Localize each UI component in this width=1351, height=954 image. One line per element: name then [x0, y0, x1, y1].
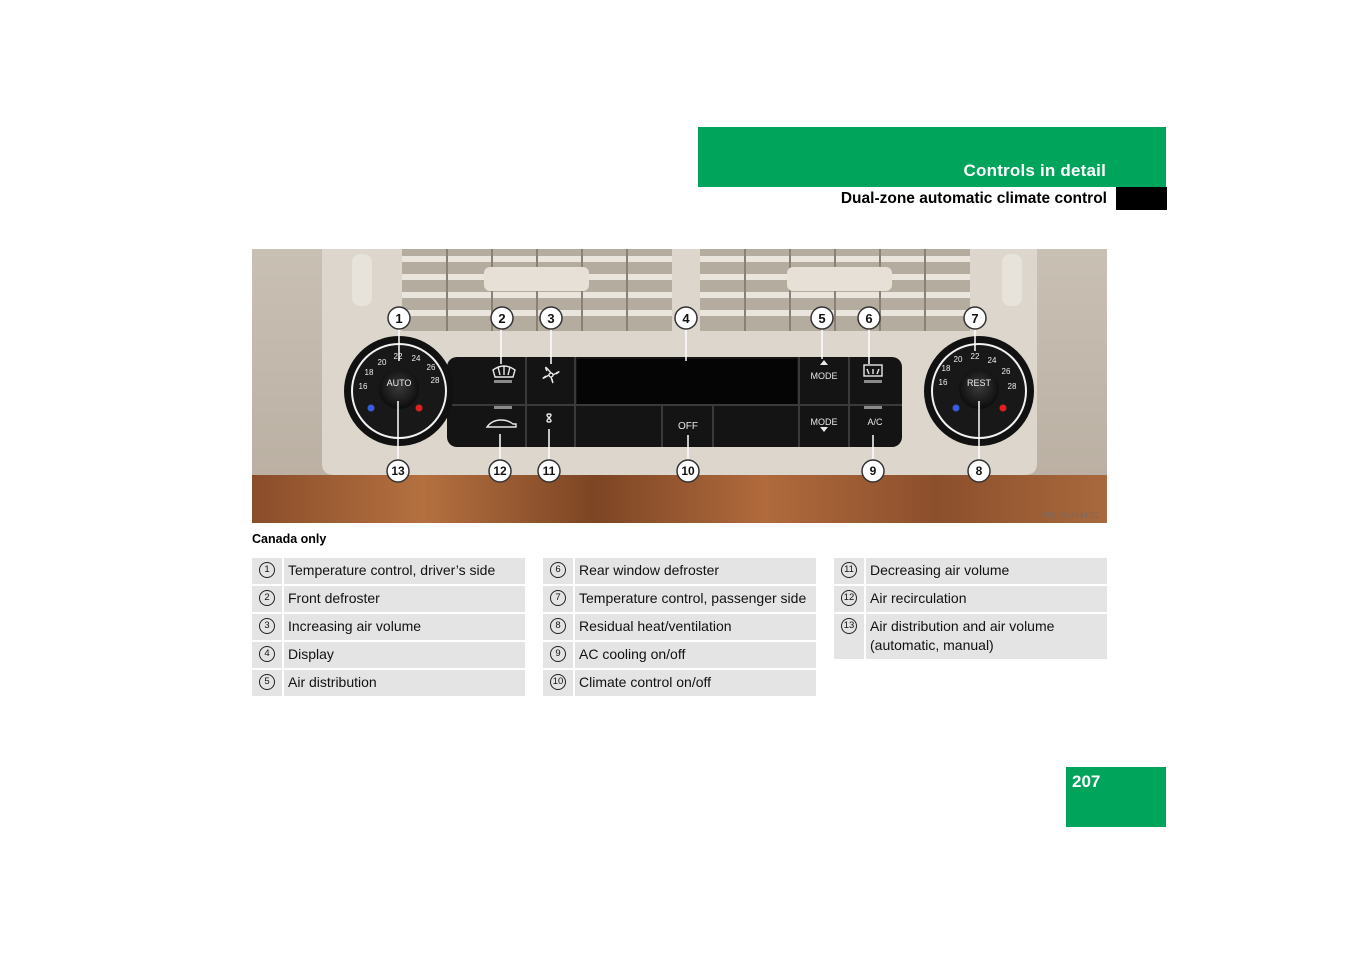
ac-button-label: A/C: [867, 417, 883, 427]
mode-down-label: MODE: [811, 417, 838, 427]
legend-row: 5 Air distribution: [252, 670, 525, 696]
callout-5: 5: [818, 311, 825, 326]
legend-number: 12: [841, 590, 857, 606]
legend-number: 6: [550, 562, 566, 578]
knob-left-center-label: AUTO: [387, 378, 412, 388]
legend-row: 12 Air recirculation: [834, 586, 1107, 612]
figure-id-label: P83.30-4444-31: [1042, 511, 1100, 520]
knob-right-scale-26: 26: [1002, 367, 1011, 376]
callout-11-circle: [537, 459, 561, 483]
knob-right-scale-16: 16: [939, 378, 948, 387]
legend-text: Increasing air volume: [288, 618, 422, 634]
legend-row: 13 Air distribution and air volume (auto…: [834, 614, 1107, 659]
knob-right-scale-22: 22: [971, 352, 980, 361]
knob-left-scale-28: 28: [431, 376, 440, 385]
off-button-label: OFF: [678, 421, 698, 432]
legend-text: Temperature control, driver’s side: [288, 562, 496, 578]
legend-row: 11 Decreasing air volume: [834, 558, 1107, 584]
callout-8: 8: [976, 464, 983, 478]
legend-text: Decreasing air volume: [870, 562, 1010, 578]
callout-9-circle: [861, 459, 885, 483]
legend-text: Temperature control, passenger side: [579, 590, 807, 606]
callout-7-circle: [963, 306, 987, 330]
section-header-bar: Controls in detail: [698, 127, 1166, 187]
legend-column-2: 6 Rear window defroster 7 Temperature co…: [543, 558, 816, 698]
knob-left-scale-24: 24: [412, 354, 421, 363]
legend-row: 7 Temperature control, passenger side: [543, 586, 816, 612]
legend-number: 13: [841, 618, 857, 634]
knob-right-scale-20: 20: [954, 355, 963, 364]
callout-6: 6: [865, 311, 872, 326]
legend-text: Climate control on/off: [579, 674, 712, 690]
section-title: Controls in detail: [963, 161, 1106, 180]
knob-right-scale-24: 24: [988, 356, 997, 365]
knob-left-scale-26: 26: [427, 363, 436, 372]
section-tab-marker: [1116, 187, 1167, 210]
callout-3: 3: [547, 311, 554, 326]
knob-right-center-label: REST: [967, 378, 992, 388]
callout-11: 11: [543, 464, 556, 478]
legend-row: 1 Temperature control, driver’s side: [252, 558, 525, 584]
knob-left-scale-20: 20: [378, 358, 387, 367]
callout-10: 10: [681, 464, 695, 478]
legend-number: 3: [259, 618, 275, 634]
knob-left-scale-16: 16: [359, 382, 368, 391]
legend-text: Air distribution: [288, 674, 377, 690]
knob-right-scale-18: 18: [942, 364, 951, 373]
legend-row: 3 Increasing air volume: [252, 614, 525, 640]
callout-5-circle: [810, 306, 834, 330]
callout-3-circle: [539, 306, 563, 330]
legend-row: 2 Front defroster: [252, 586, 525, 612]
knob-right-scale-28: 28: [1008, 382, 1017, 391]
callout-12-circle: [488, 459, 512, 483]
callout-1: 1: [395, 311, 402, 326]
legend-number: 2: [259, 590, 275, 606]
legend-row: 10 Climate control on/off: [543, 670, 816, 696]
callout-9: 9: [870, 464, 877, 478]
legend-text: AC cooling on/off: [579, 646, 686, 662]
page-number-box: 207: [1066, 767, 1166, 827]
legend-number: 7: [550, 590, 566, 606]
subsection-title: Dual-zone automatic climate control: [840, 190, 1107, 207]
legend-number: 1: [259, 562, 275, 578]
callout-13: 13: [391, 464, 405, 478]
legend-row: 9 AC cooling on/off: [543, 642, 816, 668]
legend-row: 6 Rear window defroster: [543, 558, 816, 584]
legend-text: Rear window defroster: [579, 562, 720, 578]
legend-number: 9: [550, 646, 566, 662]
callout-12: 12: [493, 464, 507, 478]
legend-text: Front defroster: [288, 590, 380, 606]
callout-4-circle: [674, 306, 698, 330]
legend-number: 4: [259, 646, 275, 662]
legend-text: Display: [288, 646, 334, 662]
legend-row: 8 Residual heat/ventilation: [543, 614, 816, 640]
legend-number: 11: [841, 562, 857, 578]
mode-up-label: MODE: [811, 371, 838, 381]
legend-number: 10: [550, 674, 566, 690]
callout-7: 7: [971, 311, 978, 326]
callout-4: 4: [682, 311, 690, 326]
callout-10-circle: [676, 459, 700, 483]
knob-left-scale-18: 18: [365, 368, 374, 377]
climate-control-panel-photo: MODE MODE OFF A/C AUTO 16 18 20 22 24 26…: [252, 249, 1107, 523]
callout-2: 2: [498, 311, 505, 326]
legend-number: 5: [259, 674, 275, 690]
legend-column-1: 1 Temperature control, driver’s side 2 F…: [252, 558, 525, 698]
figure-caption: Canada only: [252, 532, 327, 546]
legend-text: Air distribution and air volume (automat…: [870, 618, 1055, 653]
callout-2-circle: [490, 306, 514, 330]
page-number: 207: [1072, 772, 1101, 791]
callout-13-circle: [386, 459, 410, 483]
legend-column-3: 11 Decreasing air volume 12 Air recircul…: [834, 558, 1107, 661]
callout-6-circle: [857, 306, 881, 330]
callout-8-circle: [967, 459, 991, 483]
callout-1-circle: [387, 306, 411, 330]
legend-number: 8: [550, 618, 566, 634]
legend-text: Air recirculation: [870, 590, 967, 606]
legend-text: Residual heat/ventilation: [579, 618, 732, 634]
legend-row: 4 Display: [252, 642, 525, 668]
